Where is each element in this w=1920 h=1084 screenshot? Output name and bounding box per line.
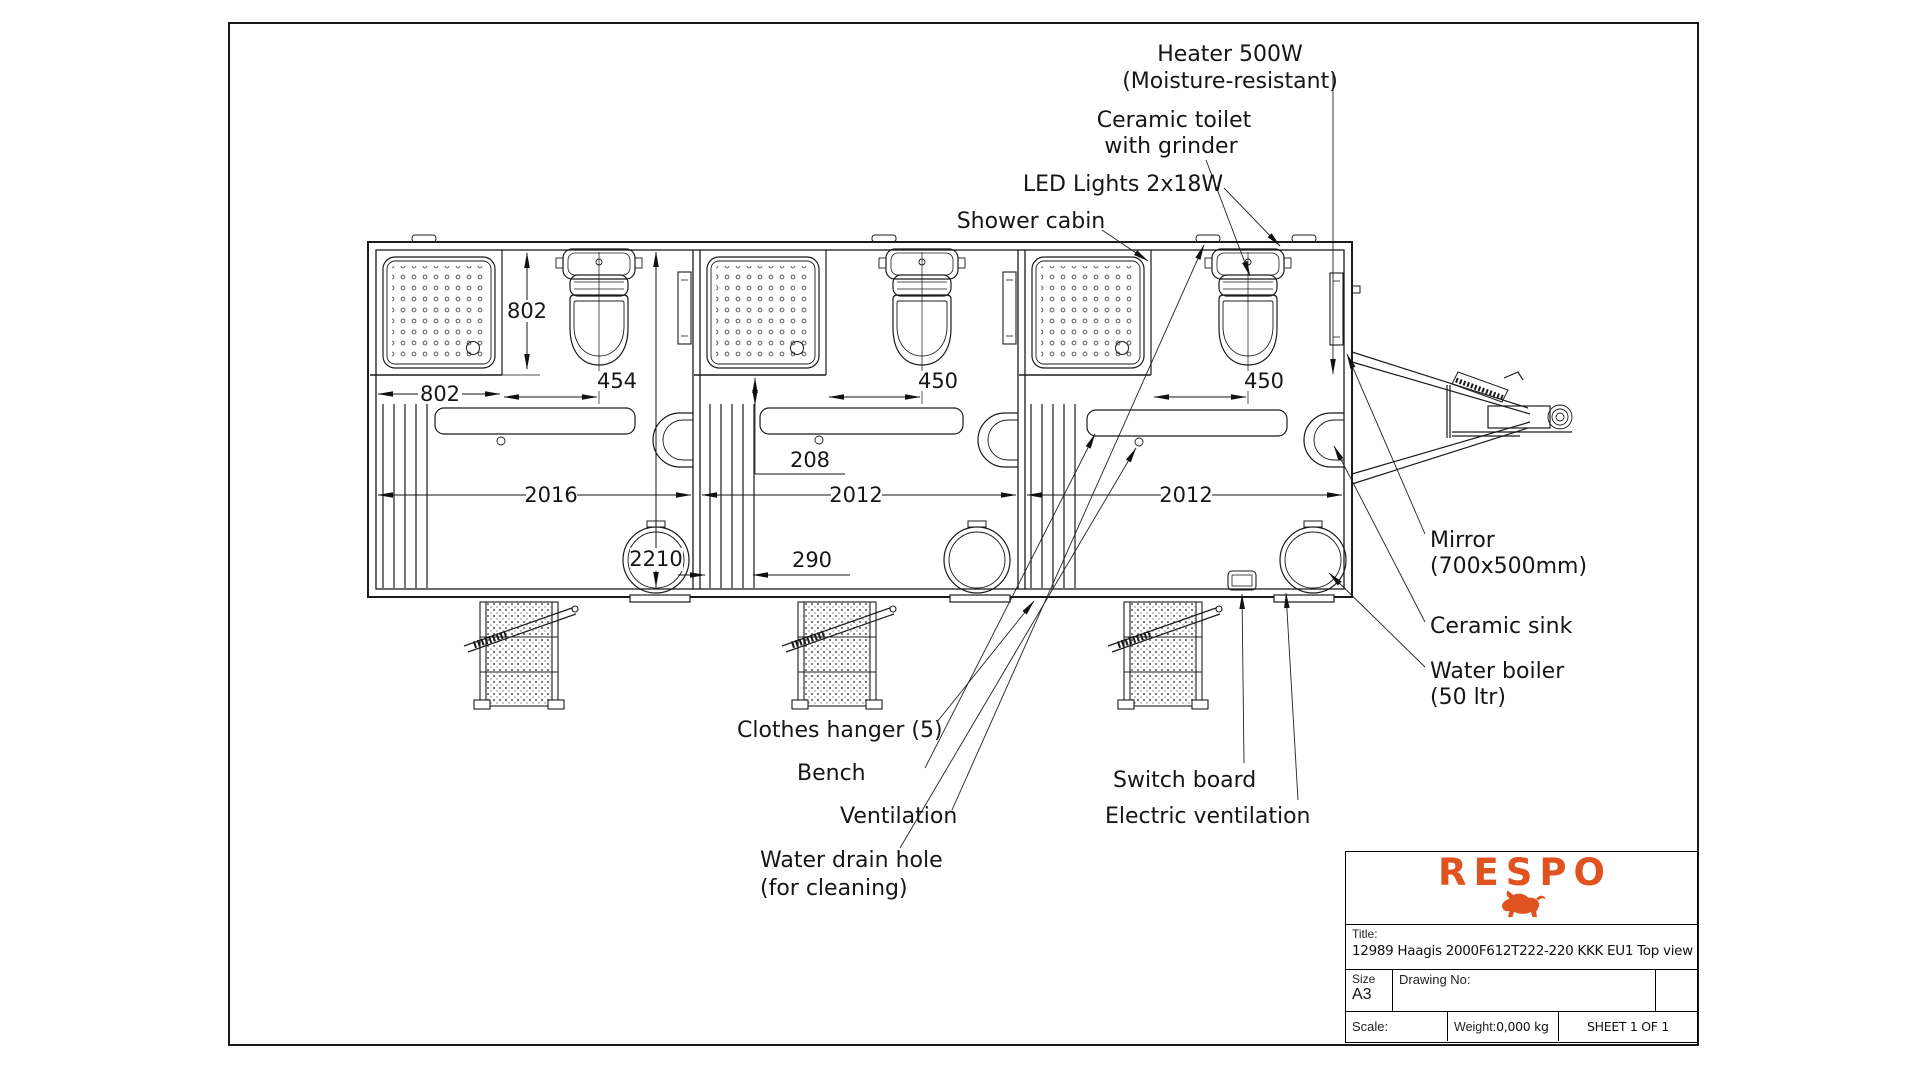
callout-mirror-2: (700x500mm)	[1430, 554, 1587, 579]
callout-toilet-2: with grinder	[1104, 134, 1238, 159]
callout-hanger: Clothes hanger (5)	[737, 718, 943, 743]
shower-tray-1	[369, 249, 503, 376]
water-boiler-3	[1279, 520, 1347, 594]
dim-wc2: 450	[918, 369, 958, 393]
title-label: Title:	[1352, 927, 1378, 941]
callout-bench: Bench	[797, 761, 866, 786]
drawing-title: 12989 Haagis 2000F612T222-220 KKK EU1 To…	[1352, 943, 1693, 959]
dim-hanger-290: 290	[792, 548, 832, 572]
shower-tray-3	[1018, 249, 1152, 376]
scale-label: Scale:	[1352, 1019, 1389, 1034]
weight-label: Weight:	[1454, 1019, 1497, 1034]
mirror-2	[1002, 271, 1017, 345]
weight-value: 0,000 kg	[1496, 1019, 1549, 1034]
callout-boiler: Water boiler	[1430, 659, 1565, 684]
dim-wc1: 454	[597, 369, 637, 393]
clothes-hanger-2	[709, 403, 755, 589]
callout-led: LED Lights 2x18W	[1023, 172, 1223, 197]
water-boiler-2	[943, 520, 1011, 594]
callout-heater: Heater 500W	[1157, 42, 1303, 67]
benches	[434, 407, 1288, 447]
dim-width-2210: 2210	[629, 547, 682, 571]
callout-drain-2: (for cleaning)	[760, 876, 908, 901]
dim-shower-depth: 802	[507, 299, 547, 323]
dim-wc3: 450	[1244, 369, 1284, 393]
clothes-hanger-1	[382, 403, 428, 589]
dim-room3: 2012	[1159, 483, 1212, 507]
switch-board	[1227, 570, 1257, 591]
entrance-steps	[464, 602, 1222, 709]
shower-tray-2	[693, 249, 827, 376]
size-row: Size A3 Drawing No:	[1346, 970, 1697, 1012]
revision-cell	[1656, 970, 1697, 1011]
leader-lines	[899, 72, 1426, 849]
scale-cell: Scale:	[1346, 1012, 1448, 1041]
sheet-number: SHEET 1 OF 1	[1586, 1019, 1670, 1034]
dim-room1: 2016	[524, 483, 577, 507]
callout-shower: Shower cabin	[957, 209, 1106, 234]
sink-1	[652, 412, 694, 468]
callout-switchboard: Switch board	[1113, 768, 1256, 793]
sink-3	[1303, 412, 1345, 468]
callout-ventilation: Ventilation	[840, 804, 957, 829]
drawing-no-cell: Drawing No:	[1393, 970, 1656, 1011]
respo-logo: RESPO	[1438, 851, 1612, 894]
sheet-frame	[228, 22, 1699, 1046]
mirror-3	[1329, 272, 1344, 346]
bull-icon	[1501, 890, 1546, 918]
callout-heater-2: (Moisture-resistant)	[1122, 69, 1338, 94]
mirror-1	[677, 271, 692, 345]
dim-shower-width: 802	[420, 382, 460, 406]
callout-sink: Ceramic sink	[1430, 614, 1573, 639]
size-value: A3	[1352, 986, 1372, 1003]
callout-texts: Heater 500W (Moisture-resistant) Ceramic…	[737, 42, 1587, 901]
clothes-hanger-3	[1030, 403, 1076, 589]
title-cell: Title: 12989 Haagis 2000F612T222-220 KKK…	[1346, 925, 1697, 970]
drawing-no-label: Drawing No:	[1399, 972, 1471, 987]
size-label: Size	[1352, 972, 1376, 986]
dimension-lines	[377, 251, 1343, 588]
trailer-body	[367, 234, 1361, 603]
bottom-row: Scale: Weight:0,000 kg SHEET 1 OF 1	[1346, 1012, 1697, 1041]
dim-gap-208: 208	[790, 448, 830, 472]
fixtures	[369, 248, 1347, 594]
callout-toilet: Ceramic toilet	[1097, 108, 1252, 133]
title-block: RESPO Title: 12989 Haagis 2000F612T222-2…	[1345, 851, 1698, 1043]
size-cell: Size A3	[1346, 970, 1393, 1011]
callout-electric-ventilation: Electric ventilation	[1105, 804, 1311, 829]
weight-cell: Weight:0,000 kg	[1448, 1012, 1559, 1041]
dim-text-bg	[418, 300, 1288, 571]
callout-mirror: Mirror	[1430, 528, 1496, 553]
sheet-cell: SHEET 1 OF 1	[1559, 1012, 1697, 1041]
dimension-texts: 802 802 454 450 450 208 2016 2012 2012 2…	[420, 299, 1284, 572]
dim-room2: 2012	[829, 483, 882, 507]
drawbar-hitch	[1351, 351, 1573, 485]
sink-2	[977, 412, 1019, 468]
logo-cell: RESPO	[1346, 852, 1697, 925]
callout-boiler-2: (50 ltr)	[1430, 685, 1506, 710]
callout-drain: Water drain hole	[760, 848, 943, 873]
